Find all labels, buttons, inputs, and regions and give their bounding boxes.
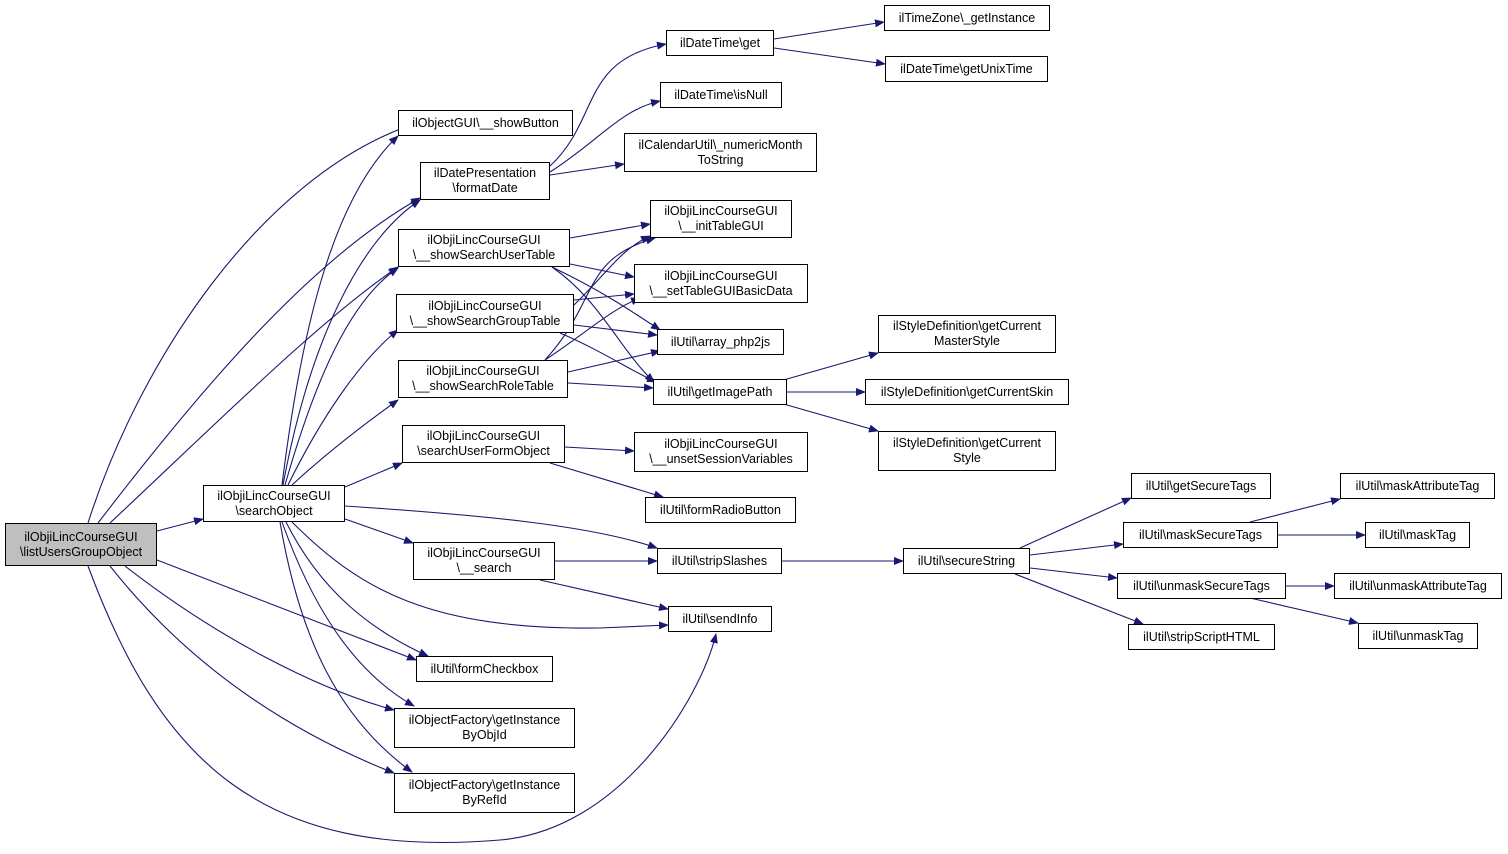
node-numeric-month-to-string[interactable]: ilCalendarUtil\_numericMonth ToString	[624, 133, 817, 172]
edge	[773, 19, 885, 40]
node-form-checkbox[interactable]: ilUtil\formCheckbox	[416, 656, 553, 682]
edge	[156, 559, 417, 661]
node-timezone-get-instance[interactable]: ilTimeZone\_getInstance	[884, 5, 1050, 31]
node-show-button[interactable]: ilObjectGUI\__showButton	[398, 110, 573, 136]
node-secure-string[interactable]: ilUtil\secureString	[903, 548, 1030, 574]
edge	[281, 521, 415, 707]
node-get-instance-by-ref-id[interactable]: ilObjectFactory\getInstance ByRefId	[394, 773, 575, 813]
node-init-table-gui[interactable]: ilObjiLincCourseGUI \__initTableGUI	[650, 200, 792, 238]
edge	[291, 399, 399, 486]
node-show-search-user-table[interactable]: ilObjiLincCourseGUI \__showSearchUserTab…	[398, 229, 570, 267]
node-strip-slashes[interactable]: ilUtil\stripSlashes	[657, 548, 782, 574]
node-unset-session-variables[interactable]: ilObjiLincCourseGUI \__unsetSessionVaria…	[634, 432, 808, 472]
edge	[281, 135, 399, 486]
edge	[156, 517, 204, 532]
edge	[773, 47, 886, 67]
node-unmask-tag[interactable]: ilUtil\unmaskTag	[1358, 623, 1478, 649]
node-format-date[interactable]: ilDatePresentation \formatDate	[420, 162, 550, 200]
edge	[549, 462, 664, 499]
node-form-radio-button[interactable]: ilUtil\formRadioButton	[645, 497, 796, 523]
edge	[291, 521, 669, 630]
node-mask-secure-tags[interactable]: ilUtil\maskSecureTags	[1123, 522, 1278, 548]
edge	[559, 332, 657, 383]
edge	[1249, 497, 1341, 523]
edge	[549, 41, 667, 167]
node-get-unix-time[interactable]: ilDateTime\getUnixTime	[885, 56, 1048, 82]
node-list-users-group-object[interactable]: ilObjiLincCourseGUI \listUsersGroupObjec…	[5, 523, 157, 566]
edge	[1029, 567, 1118, 581]
edge	[779, 402, 879, 433]
edge	[564, 446, 635, 455]
node-get-secure-tags[interactable]: ilUtil\getSecureTags	[1131, 473, 1271, 499]
edge	[569, 221, 651, 239]
node-datetime-get[interactable]: ilDateTime\get	[666, 30, 774, 56]
edge	[124, 565, 395, 712]
edge	[1249, 597, 1359, 625]
edge	[567, 382, 654, 392]
node-get-current-master-style[interactable]: ilStyleDefinition\getCurrent MasterStyle	[878, 315, 1056, 353]
edge	[344, 505, 658, 549]
node-unmask-secure-tags[interactable]: ilUtil\unmaskSecureTags	[1117, 573, 1286, 599]
node-search-object[interactable]: ilObjiLincCourseGUI \searchObject	[203, 485, 345, 522]
edge	[87, 565, 718, 844]
edge	[284, 267, 399, 486]
edge	[779, 351, 879, 382]
edge	[109, 266, 399, 524]
edge	[549, 161, 625, 176]
node-get-current-style[interactable]: ilStyleDefinition\getCurrent Style	[878, 431, 1056, 471]
edge	[1014, 573, 1144, 625]
edge	[539, 579, 669, 611]
node-send-info[interactable]: ilUtil\sendInfo	[668, 606, 772, 632]
node-get-image-path[interactable]: ilUtil\getImagePath	[653, 379, 787, 405]
edge	[97, 197, 421, 524]
edge	[1019, 497, 1132, 549]
edge	[573, 290, 635, 301]
edge	[549, 99, 661, 173]
edge	[285, 521, 429, 657]
edge	[1029, 541, 1124, 556]
node-array-php2js[interactable]: ilUtil\array_php2js	[657, 329, 784, 355]
node-get-instance-by-obj-id[interactable]: ilObjectFactory\getInstance ByObjId	[394, 708, 575, 748]
node-unmask-attribute-tag[interactable]: ilUtil\unmaskAttributeTag	[1334, 573, 1502, 599]
edge	[87, 125, 409, 524]
edge	[279, 521, 413, 773]
edge	[344, 462, 403, 488]
node-mask-attribute-tag[interactable]: ilUtil\maskAttributeTag	[1340, 473, 1495, 499]
node-set-table-gui-basic-data[interactable]: ilObjiLincCourseGUI \__setTableGUIBasicD…	[634, 264, 808, 303]
edge	[567, 349, 661, 373]
edge	[573, 235, 651, 306]
edge	[551, 266, 661, 331]
node-mask-tag[interactable]: ilUtil\maskTag	[1365, 522, 1470, 548]
edge	[344, 518, 414, 544]
edge	[287, 329, 399, 486]
node-get-current-skin[interactable]: ilStyleDefinition\getCurrentSkin	[865, 379, 1069, 405]
edge	[282, 199, 421, 486]
edge	[573, 324, 658, 338]
node-show-search-group-table[interactable]: ilObjiLincCourseGUI \__showSearchGroupTa…	[396, 294, 574, 333]
node-datetime-is-null[interactable]: ilDateTime\isNull	[660, 82, 782, 108]
edge	[551, 266, 655, 383]
node-search-user-form-object[interactable]: ilObjiLincCourseGUI \searchUserFormObjec…	[402, 425, 565, 463]
node-strip-script-html[interactable]: ilUtil\stripScriptHTML	[1128, 624, 1275, 650]
node-search[interactable]: ilObjiLincCourseGUI \__search	[413, 542, 555, 580]
edge	[544, 297, 641, 361]
edge	[109, 565, 395, 774]
edge	[544, 236, 656, 361]
node-show-search-role-table[interactable]: ilObjiLincCourseGUI \__showSearchRoleTab…	[398, 360, 568, 398]
